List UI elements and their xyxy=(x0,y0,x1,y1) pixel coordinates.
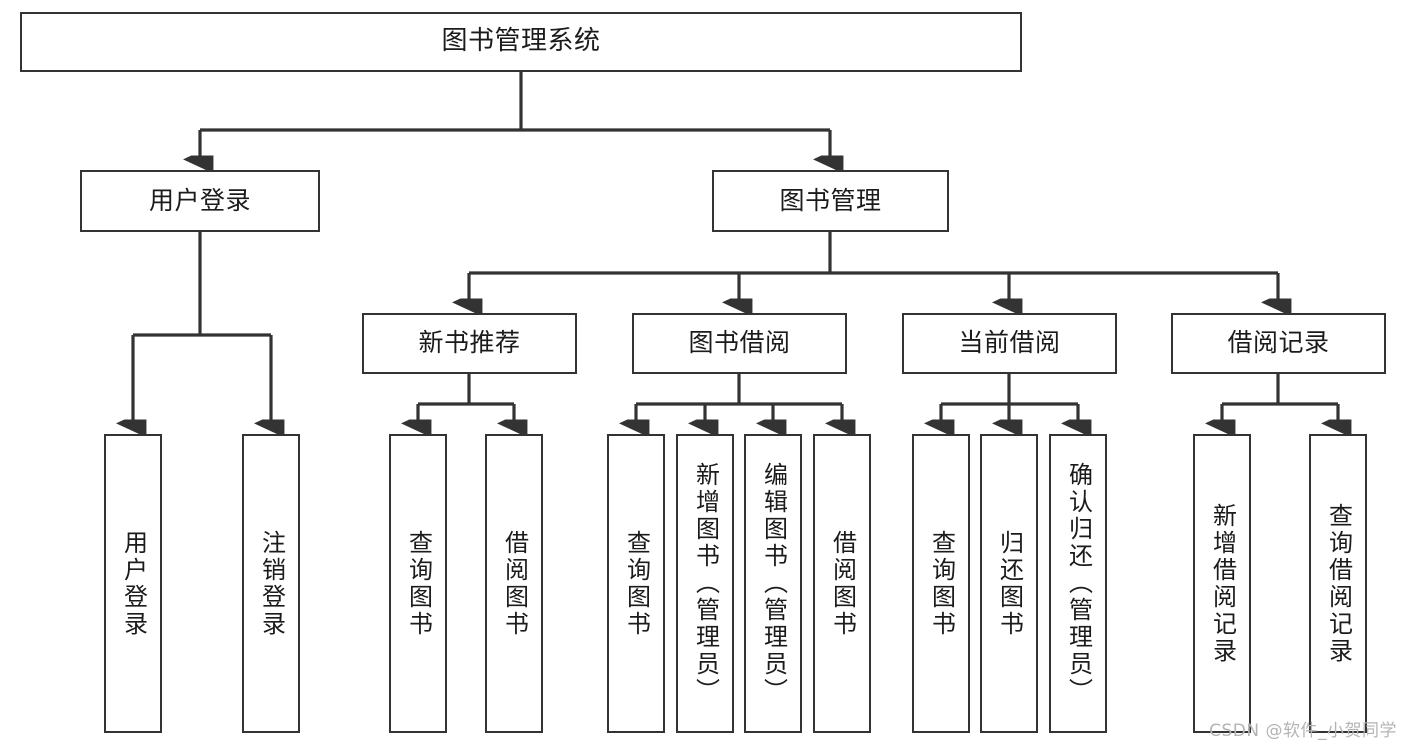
node-label: 借阅图书 xyxy=(828,529,857,638)
node-current-borrow[interactable]: 当前借阅 xyxy=(902,313,1117,374)
node-label: 查询图书 xyxy=(927,529,956,638)
node-label: 借阅记录 xyxy=(1227,328,1330,358)
node-book-borrow[interactable]: 图书借阅 xyxy=(632,313,847,374)
node-new-book-recommend[interactable]: 新书推荐 xyxy=(362,313,577,374)
node-borrow-record[interactable]: 借阅记录 xyxy=(1171,313,1386,374)
node-label: 图书管理系统 xyxy=(441,26,601,57)
leaf-logout[interactable]: 注销登录 xyxy=(242,434,300,733)
node-label: 图书借阅 xyxy=(688,328,791,358)
node-label: 图书管理 xyxy=(779,185,882,215)
leaf-query-book-recommend[interactable]: 查询图书 xyxy=(389,434,447,733)
node-label: 新增图书（管理员） xyxy=(691,462,720,705)
node-label: 查询借阅记录 xyxy=(1324,502,1353,665)
leaf-add-book[interactable]: 新增图书（管理员） xyxy=(676,434,734,733)
leaf-edit-book[interactable]: 编辑图书（管理员） xyxy=(744,434,802,733)
node-book-manage[interactable]: 图书管理 xyxy=(712,170,949,232)
node-label: 确认归还（管理员） xyxy=(1064,462,1093,705)
node-label: 注销登录 xyxy=(257,529,286,638)
node-label: 新书推荐 xyxy=(418,328,521,358)
node-label: 用户登录 xyxy=(148,185,251,215)
leaf-query-book-current[interactable]: 查询图书 xyxy=(912,434,970,733)
leaf-return-book[interactable]: 归还图书 xyxy=(980,434,1038,733)
node-root-system[interactable]: 图书管理系统 xyxy=(20,12,1022,72)
watermark: CSDN @软件_小贺同学 xyxy=(1209,721,1397,741)
leaf-confirm-return[interactable]: 确认归还（管理员） xyxy=(1049,434,1107,733)
node-user-login[interactable]: 用户登录 xyxy=(80,170,320,232)
leaf-add-borrow-record[interactable]: 新增借阅记录 xyxy=(1193,434,1251,733)
leaf-borrow-book[interactable]: 借阅图书 xyxy=(813,434,871,733)
node-label: 借阅图书 xyxy=(500,529,529,638)
node-label: 当前借阅 xyxy=(958,328,1061,358)
leaf-borrow-book-recommend[interactable]: 借阅图书 xyxy=(485,434,543,733)
node-label: 新增借阅记录 xyxy=(1208,502,1237,665)
leaf-user-login[interactable]: 用户登录 xyxy=(104,434,162,733)
node-label: 查询图书 xyxy=(622,529,651,638)
node-label: 编辑图书（管理员） xyxy=(759,462,788,705)
leaf-query-book-borrow[interactable]: 查询图书 xyxy=(607,434,665,733)
leaf-query-borrow-record[interactable]: 查询借阅记录 xyxy=(1309,434,1367,733)
node-label: 归还图书 xyxy=(995,529,1024,638)
node-label: 用户登录 xyxy=(119,529,148,638)
node-label: 查询图书 xyxy=(404,529,433,638)
